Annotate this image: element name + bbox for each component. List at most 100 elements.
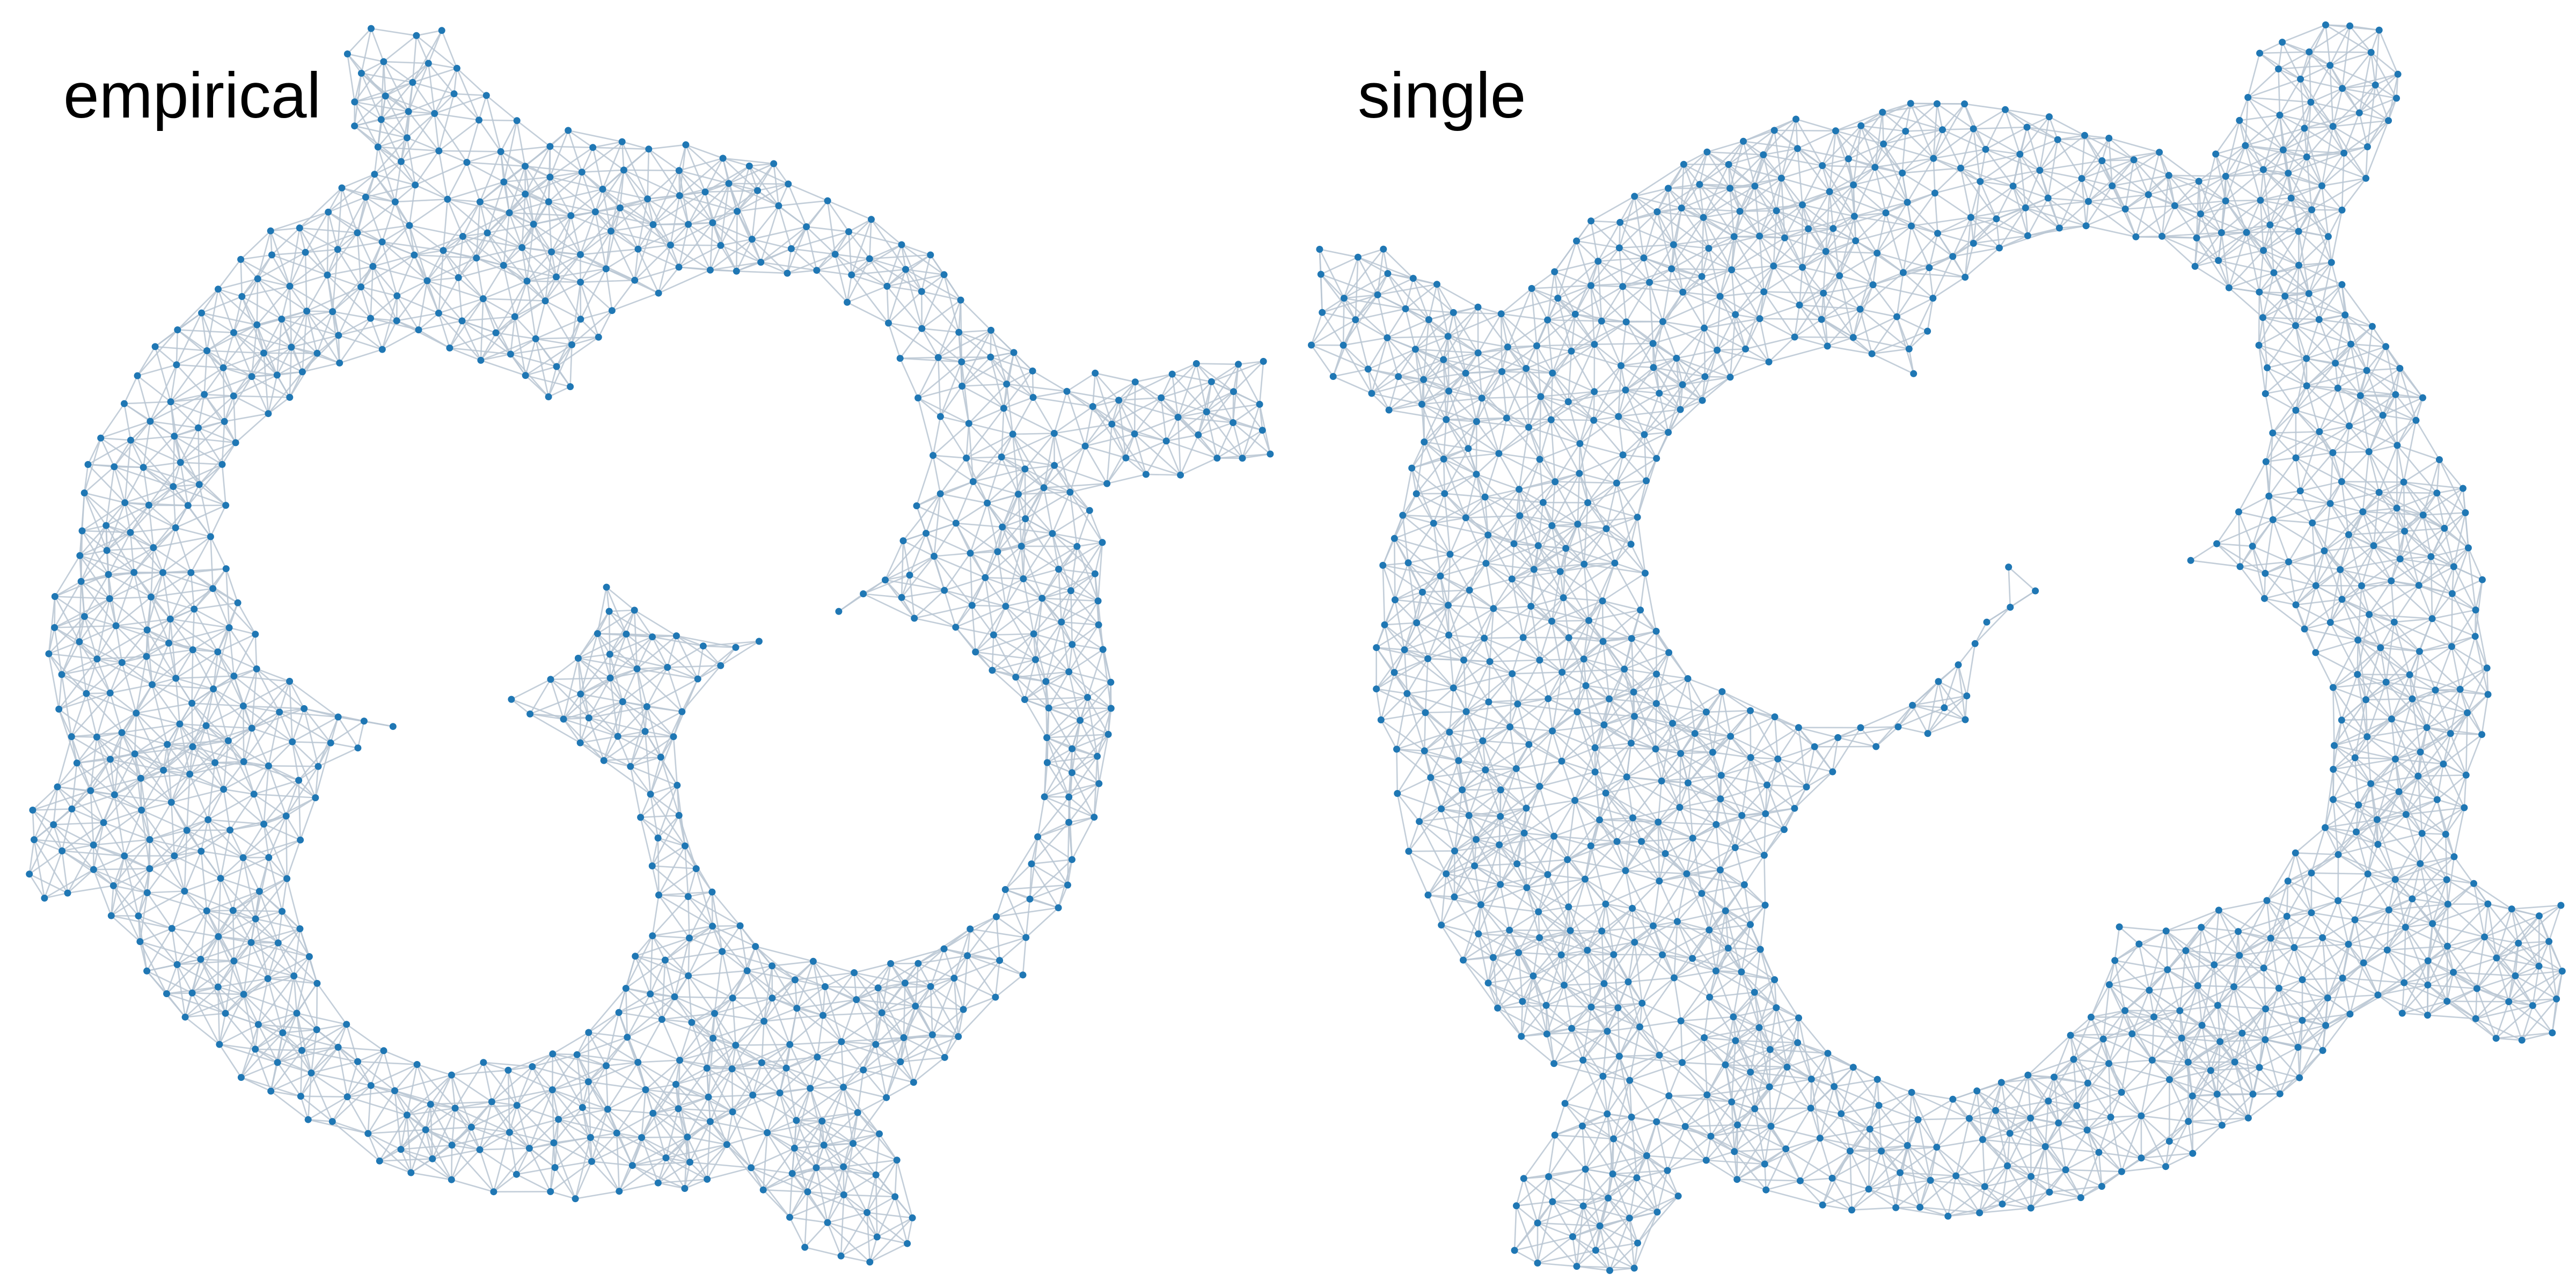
graph-edge bbox=[93, 844, 114, 886]
graph-edge bbox=[1066, 391, 1093, 407]
graph-edge bbox=[938, 357, 941, 417]
graph-edge bbox=[48, 616, 85, 655]
graph-edge bbox=[147, 618, 171, 631]
graph-node bbox=[703, 1064, 711, 1072]
graph-edge bbox=[430, 1074, 452, 1105]
graph-edge bbox=[731, 998, 737, 1045]
graph-edge bbox=[217, 651, 257, 670]
graph-edge bbox=[134, 753, 172, 803]
graph-edge bbox=[796, 961, 814, 1009]
graph-edge bbox=[277, 942, 310, 957]
graph-edge bbox=[623, 701, 683, 713]
graph-edge bbox=[338, 320, 397, 336]
graph-edge bbox=[79, 555, 135, 573]
graph-edge bbox=[1488, 534, 1539, 547]
graph-edge bbox=[605, 1065, 646, 1091]
graph-edge bbox=[786, 1067, 844, 1088]
panel-single: single bbox=[1288, 0, 2576, 1288]
graph-edge bbox=[1465, 488, 1520, 518]
graph-edge bbox=[1072, 643, 1103, 650]
graph-edge bbox=[251, 376, 290, 398]
graph-edge bbox=[675, 1084, 711, 1122]
graph-edge bbox=[201, 289, 219, 313]
graph-edge bbox=[835, 253, 870, 260]
graph-edge bbox=[972, 456, 1002, 482]
graph-node bbox=[1095, 621, 1102, 628]
graph-edge bbox=[652, 170, 680, 225]
graph-edge bbox=[965, 457, 988, 503]
graph-edge bbox=[760, 248, 792, 263]
graph-edge bbox=[975, 651, 1036, 661]
graph-edge bbox=[232, 910, 235, 961]
graph-edge bbox=[107, 574, 111, 599]
graph-edge bbox=[524, 146, 551, 195]
graph-edge bbox=[458, 277, 484, 299]
graph-edge bbox=[441, 30, 458, 69]
graph-edge bbox=[217, 651, 235, 677]
graph-edge bbox=[1599, 777, 1628, 821]
graph-edge bbox=[930, 955, 968, 987]
graph-edge bbox=[1001, 456, 1055, 466]
graph-edge bbox=[163, 769, 224, 790]
graph-node bbox=[250, 791, 258, 798]
graph-edge bbox=[796, 1119, 825, 1146]
graph-edge bbox=[843, 1061, 901, 1088]
graph-edge bbox=[510, 344, 572, 355]
graph-edge bbox=[885, 1037, 905, 1098]
graph-edge bbox=[575, 1190, 620, 1199]
graph-edge bbox=[969, 502, 988, 554]
graph-edge bbox=[1180, 434, 1199, 475]
graph-node bbox=[290, 972, 298, 979]
graph-edge bbox=[647, 199, 671, 246]
graph-edge bbox=[113, 855, 126, 886]
graph-edge bbox=[552, 1089, 555, 1143]
graph-edge bbox=[791, 248, 817, 271]
graph-edge bbox=[427, 280, 484, 299]
graph-edge bbox=[500, 151, 526, 195]
graph-edge bbox=[535, 339, 550, 397]
graph-edge bbox=[1518, 459, 1541, 490]
graph-edge bbox=[1071, 707, 1112, 750]
graph-edge bbox=[1085, 445, 1126, 459]
graph-edge bbox=[2192, 1095, 2249, 1119]
graph-edge bbox=[242, 857, 260, 892]
graph-edge bbox=[876, 1217, 913, 1238]
graph-edge bbox=[508, 1070, 553, 1091]
graph-edge bbox=[603, 760, 651, 795]
graph-node bbox=[732, 643, 740, 651]
graph-edge bbox=[786, 1041, 842, 1069]
graph-edge bbox=[475, 258, 484, 299]
graph-edge bbox=[1568, 879, 1586, 908]
graph-edge bbox=[206, 890, 260, 912]
graph-node bbox=[927, 983, 934, 990]
graph-edge bbox=[796, 1007, 823, 1016]
graph-edge bbox=[550, 1161, 592, 1192]
graph-edge bbox=[726, 1111, 734, 1145]
graph-edge bbox=[653, 195, 680, 225]
graph-edge bbox=[687, 192, 706, 225]
graph-edge bbox=[1423, 359, 1444, 380]
graph-edge bbox=[881, 986, 931, 1014]
graph-edge bbox=[516, 120, 526, 166]
graph-edge bbox=[370, 1085, 408, 1116]
graph-edge bbox=[708, 1068, 733, 1098]
graph-edge bbox=[2432, 609, 2476, 620]
graph-edge bbox=[843, 1194, 868, 1213]
graph-edge bbox=[311, 1060, 358, 1074]
graph-node bbox=[522, 372, 529, 379]
graph-edge bbox=[443, 236, 464, 251]
graph-edge bbox=[406, 1103, 431, 1116]
graph-edge bbox=[548, 171, 583, 202]
graph-node bbox=[918, 288, 925, 295]
graph-edge bbox=[326, 249, 339, 275]
graph-edge bbox=[1018, 487, 1044, 495]
graph-edge bbox=[115, 596, 152, 627]
graph-node bbox=[76, 638, 83, 646]
graph-edge bbox=[1068, 797, 1073, 860]
graph-edge bbox=[970, 916, 997, 930]
graph-edge bbox=[367, 1085, 372, 1134]
graph-edge bbox=[877, 963, 919, 989]
graph-edge bbox=[554, 1160, 592, 1168]
graph-edge bbox=[684, 1179, 708, 1189]
graph-node bbox=[634, 1059, 642, 1066]
